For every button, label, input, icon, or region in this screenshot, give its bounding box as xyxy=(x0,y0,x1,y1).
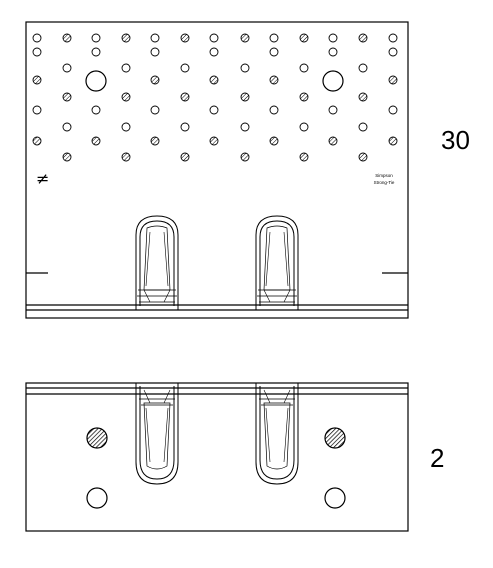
nail-hole-hatched xyxy=(299,92,309,102)
nail-hole-open xyxy=(150,47,160,57)
stamp-line-1: Simpson xyxy=(375,173,393,178)
nail-hole-open xyxy=(299,63,309,73)
nail-hole-open xyxy=(240,122,250,132)
nail-hole-open xyxy=(150,33,160,43)
nail-hole-open xyxy=(269,47,279,57)
nail-hole-open xyxy=(91,47,101,57)
large-hole-right xyxy=(322,70,344,92)
nail-hole-hatched xyxy=(388,75,398,85)
nail-hole-open xyxy=(269,105,279,115)
top-view-leg-right xyxy=(255,215,299,310)
nail-hole-hatched xyxy=(328,136,338,146)
large-hole-left xyxy=(85,70,107,92)
nail-hole-hatched xyxy=(388,136,398,146)
nail-hole-open xyxy=(62,63,72,73)
nail-hole-hatched xyxy=(150,136,160,146)
nail-hole-hatched xyxy=(269,75,279,85)
nail-hole-open xyxy=(328,33,338,43)
nail-hole-open xyxy=(209,105,219,115)
not-equal-mark: ≠ xyxy=(36,169,49,188)
nail-hole-hatched xyxy=(358,33,368,43)
top-view-plate xyxy=(25,21,409,319)
nail-hole-open xyxy=(180,122,190,132)
nail-hole-hatched xyxy=(62,33,72,43)
nail-hole-open xyxy=(388,33,398,43)
top-view-label: 30 xyxy=(441,125,470,155)
top-view-leg-left xyxy=(135,215,179,310)
nail-hole-hatched xyxy=(62,152,72,162)
nail-hole-hatched xyxy=(240,92,250,102)
nail-hole-open xyxy=(328,105,338,115)
nail-hole-open xyxy=(388,47,398,57)
nail-hole-open xyxy=(240,63,250,73)
nail-hole-open xyxy=(269,33,279,43)
nail-hole-open xyxy=(180,63,190,73)
nail-hole-open xyxy=(32,105,42,115)
nail-hole-open xyxy=(121,122,131,132)
nail-hole-hatched xyxy=(32,136,42,146)
bolt-hole-open-right xyxy=(324,487,346,509)
nail-hole-open xyxy=(328,47,338,57)
bolt-hole-open-left xyxy=(86,487,108,509)
nail-hole-open xyxy=(388,105,398,115)
side-view-leg-right xyxy=(255,383,299,485)
nail-hole-hatched xyxy=(121,152,131,162)
nail-hole-hatched xyxy=(240,152,250,162)
nail-hole-open xyxy=(91,33,101,43)
nail-hole-hatched xyxy=(121,92,131,102)
side-view-plate xyxy=(25,382,409,532)
nail-hole-hatched xyxy=(62,92,72,102)
nail-hole-hatched xyxy=(180,92,190,102)
nail-hole-open xyxy=(299,122,309,132)
nail-hole-open xyxy=(150,105,160,115)
nail-hole-open xyxy=(62,122,72,132)
nail-hole-open xyxy=(32,47,42,57)
bolt-hole-hatched-right xyxy=(324,427,346,449)
nail-hole-open xyxy=(358,63,368,73)
side-view-leg-left xyxy=(135,383,179,485)
bottom-view-label: 2 xyxy=(430,443,445,473)
nail-hole-hatched xyxy=(32,75,42,85)
nail-hole-hatched xyxy=(180,152,190,162)
nail-hole-open xyxy=(358,122,368,132)
nail-hole-hatched xyxy=(299,33,309,43)
nail-hole-open xyxy=(32,33,42,43)
nail-hole-hatched xyxy=(121,33,131,43)
bolt-hole-hatched-left xyxy=(86,427,108,449)
nail-hole-hatched xyxy=(209,75,219,85)
stamp-line-2: Strong-Tie xyxy=(374,180,395,185)
nail-hole-hatched xyxy=(269,136,279,146)
nail-hole-open xyxy=(91,105,101,115)
nail-hole-hatched xyxy=(299,152,309,162)
nail-hole-hatched xyxy=(91,136,101,146)
nail-hole-hatched xyxy=(150,75,160,85)
nail-hole-hatched xyxy=(209,136,219,146)
nail-hole-hatched xyxy=(358,92,368,102)
side-view-holes xyxy=(86,427,346,509)
nail-hole-open xyxy=(209,33,219,43)
nail-hole-hatched xyxy=(180,33,190,43)
nail-hole-open xyxy=(209,47,219,57)
nail-hole-grid xyxy=(32,33,398,162)
large-holes xyxy=(85,70,344,92)
nail-hole-open xyxy=(121,63,131,73)
nail-hole-hatched xyxy=(358,152,368,162)
nail-hole-hatched xyxy=(240,33,250,43)
